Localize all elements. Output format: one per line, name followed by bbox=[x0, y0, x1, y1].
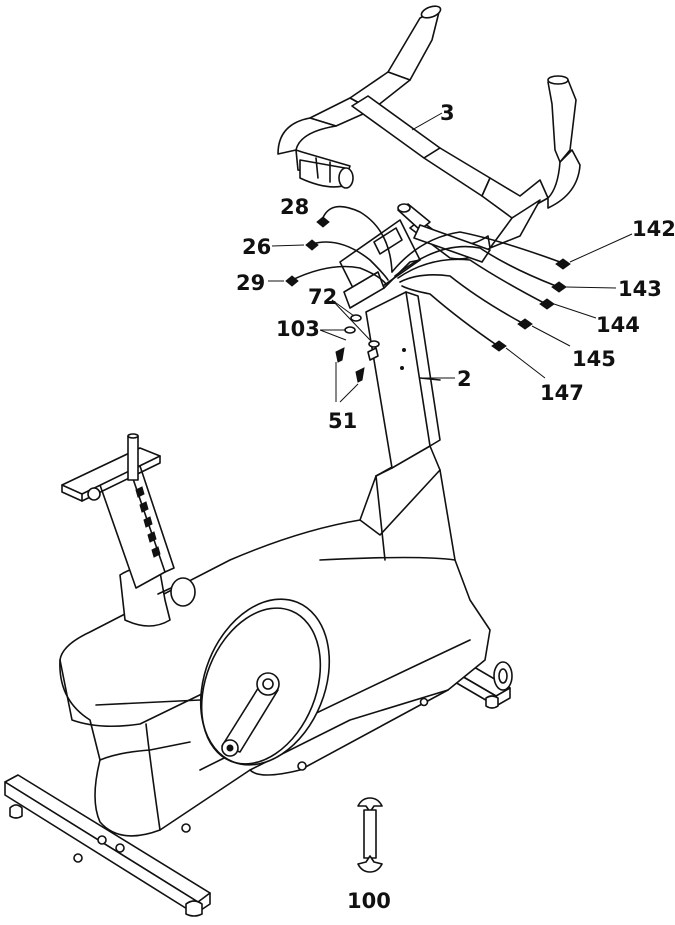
label-72: 72 bbox=[308, 285, 337, 309]
connector-144 bbox=[540, 299, 554, 309]
seat-post bbox=[62, 434, 195, 626]
connector-28 bbox=[317, 217, 329, 227]
label-mast: 2 bbox=[457, 367, 472, 391]
label-26: 26 bbox=[242, 235, 271, 259]
connector-145 bbox=[518, 319, 532, 329]
label-103: 103 bbox=[276, 317, 320, 341]
label-28: 28 bbox=[280, 195, 309, 219]
label-wrench: 100 bbox=[347, 889, 391, 913]
label-29: 29 bbox=[236, 271, 265, 295]
label-143: 143 bbox=[618, 277, 662, 301]
connector-143 bbox=[552, 282, 566, 292]
washer-103-a bbox=[345, 327, 355, 333]
callout-labels: 3 28 26 29 72 103 51 2 142 143 144 145 1… bbox=[236, 101, 675, 913]
label-147: 147 bbox=[540, 381, 584, 405]
washer-103-b bbox=[369, 341, 379, 347]
bolt-51-b bbox=[356, 368, 364, 382]
label-144: 144 bbox=[596, 313, 640, 337]
console-mount-plate bbox=[340, 220, 420, 308]
label-handlebar: 3 bbox=[440, 101, 455, 125]
connector-26 bbox=[306, 240, 318, 250]
bolt-51-a bbox=[336, 348, 344, 362]
label-142: 142 bbox=[632, 217, 675, 241]
label-51: 51 bbox=[328, 409, 357, 433]
washer-72 bbox=[351, 315, 361, 321]
wrench-icon bbox=[358, 798, 382, 872]
label-145: 145 bbox=[572, 347, 616, 371]
